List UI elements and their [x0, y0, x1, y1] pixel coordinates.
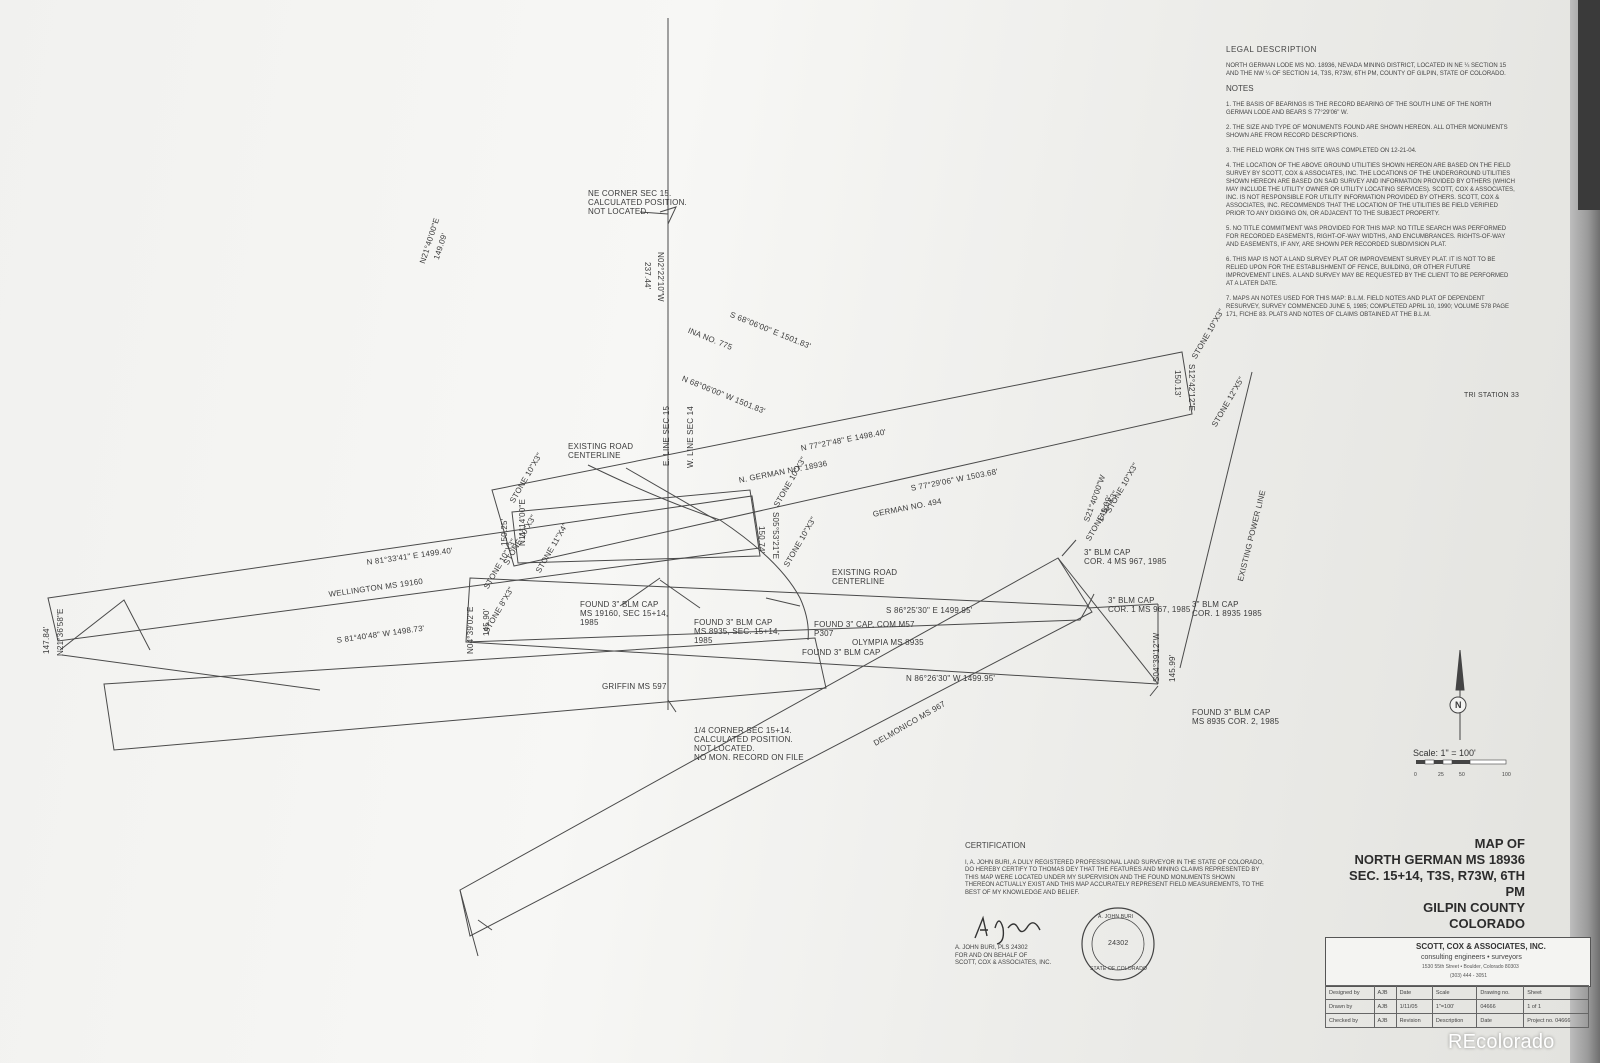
w-line-label: W. LINE SEC 14 [686, 406, 695, 468]
road-centerline [587, 464, 809, 641]
bearing-s05: S05°53'21"E [771, 512, 780, 560]
seal-number: 24302 [1108, 940, 1129, 947]
dist-145-99: 145.99' [1168, 654, 1177, 682]
scale-tick: 0 [1414, 772, 1417, 778]
pls-seal [1081, 907, 1155, 981]
company-block: SCOTT, COX & ASSOCIATES, INC. consulting… [1325, 937, 1591, 987]
note-item: 4. THE LOCATION OF THE ABOVE GROUND UTIL… [1226, 163, 1515, 217]
company-phone: (303) 444 - 3051 [1450, 973, 1487, 979]
title-line: COLORADO [1449, 916, 1525, 931]
note-item: 2. THE SIZE AND TYPE OF MONUMENTS FOUND … [1226, 125, 1508, 139]
title-line: SEC. 15+14, T3S, R73W, 6TH PM [1349, 868, 1525, 899]
bearing-s86: S 86°25'30" E 1499.95' [886, 606, 973, 615]
quarter-corner-label: 1/4 CORNER SEC 15+14.CALCULATED POSITION… [694, 726, 804, 762]
dist-237: 237.44' [643, 262, 652, 290]
dist-150-13: 150.13' [1173, 370, 1182, 398]
dist-145-90: 145.90' [482, 608, 491, 636]
ne-corner-label: NE CORNER SEC 15.CALCULATED POSITION.NOT… [588, 189, 687, 216]
scale-tick: 100 [1502, 772, 1511, 778]
parcel-delmonico [459, 557, 1093, 937]
dist-150-25: 150.25' [500, 518, 509, 546]
certification-body: I, A. JOHN BURI, A DULY REGISTERED PROFE… [965, 859, 1264, 896]
sheet-edge [1570, 0, 1600, 1063]
scale-bar [1416, 759, 1507, 765]
north-arrow-letter: N [1455, 700, 1462, 710]
note-item: 1. THE BASIS OF BEARINGS IS THE RECORD B… [1226, 102, 1492, 116]
map-title-block: MAP OF NORTH GERMAN MS 18936 SEC. 15+14,… [1335, 836, 1525, 932]
dist-147: 147.84' [42, 626, 51, 654]
seal-bottom-text: STATE OF COLORADO [1090, 966, 1148, 972]
scale-label: Scale: 1" = 100' [1413, 748, 1476, 758]
binder-clip [1578, 0, 1600, 210]
recolorado-watermark: REcolorado [1448, 1031, 1555, 1053]
company-address: 1530 55th Street • Boulder, Colorado 803… [1422, 964, 1519, 970]
bearing-n21b: N21°36'58"E [56, 608, 65, 656]
parcel-griffin [103, 637, 827, 751]
certification-title: CERTIFICATION [965, 841, 1026, 850]
title-line: GILPIN COUNTY [1423, 900, 1525, 915]
title-line: MAP OF [1474, 836, 1525, 851]
legal-description: LEGAL DESCRIPTION NORTH GERMAN LODE MS N… [1226, 46, 1516, 326]
parcel-wellington [47, 495, 761, 642]
power-line [1179, 371, 1253, 669]
bearing-s12: S12°42'12"E [1187, 364, 1196, 412]
bearing-n86: N 86°26'30" W 1499.95' [906, 674, 996, 683]
found-blm-label: FOUND 3" BLM CAP [802, 648, 881, 657]
section-break [659, 206, 677, 225]
signature [974, 915, 1041, 945]
north-arrow [1449, 649, 1467, 740]
e-line-label: E. LINE SEC 15 [662, 405, 671, 466]
seal-top-text: A. JOHN BURI [1098, 914, 1134, 920]
note-item: 7. MAPS AN NOTES USED FOR THIS MAP: B.L.… [1226, 296, 1509, 318]
bearing-n02: N02°22'10"W [656, 252, 665, 302]
legal-title: LEGAL DESCRIPTION [1226, 45, 1317, 54]
bearing-n04: N04°39'02"E [466, 606, 475, 654]
parcel-n-german [491, 351, 1193, 567]
certification-block: CERTIFICATION I, A. JOHN BURI, A DULY RE… [965, 842, 1265, 897]
note-item: 3. THE FIELD WORK ON THIS SITE WAS COMPL… [1226, 148, 1417, 154]
company-tagline: consulting engineers • surveyors [1421, 954, 1522, 961]
title-line: NORTH GERMAN MS 18936 [1354, 852, 1525, 867]
dist-150-74: 150.74' [757, 526, 766, 554]
note-item: 5. NO TITLE COMMITMENT WAS PROVIDED FOR … [1226, 226, 1507, 248]
scale-tick: 25 [1438, 772, 1444, 778]
olympia-label: OLYMPIA MS 8935 [852, 638, 924, 647]
notes-title: NOTES [1226, 84, 1254, 93]
note-item: 6. THIS MAP IS NOT A LAND SURVEY PLAT OR… [1226, 257, 1509, 287]
parcel-olympia [465, 577, 1089, 643]
tri-station-label: TRI STATION 33 [1464, 392, 1520, 399]
bearing-n11: N11°14'00"E [518, 499, 527, 546]
bearing-s04: S04°39'12"W [1152, 632, 1161, 682]
scale-tick: 50 [1459, 772, 1465, 778]
signature-block: A. JOHN BURI, PLS 24302 FOR AND ON BEHAL… [955, 945, 1052, 966]
parcel-german-494 [511, 489, 761, 564]
company-name: SCOTT, COX & ASSOCIATES, INC. [1416, 942, 1546, 951]
griffin-label: GRIFFIN MS 597 [602, 682, 667, 691]
legal-body: NORTH GERMAN LODE MS NO. 18936, NEVADA M… [1226, 63, 1507, 77]
